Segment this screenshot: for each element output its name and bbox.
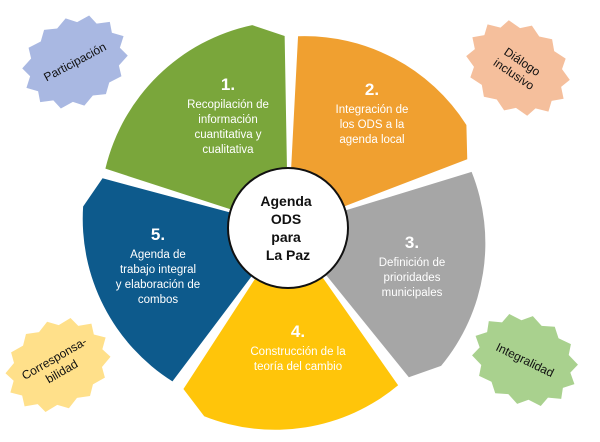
badge-burst-shape xyxy=(5,318,111,412)
principle-badge-1: Participación xyxy=(22,15,128,109)
segment-label-line: Integración de xyxy=(336,104,409,116)
segment-label-line: Agenda de xyxy=(130,249,186,261)
cycle-segment-2: 2. Integración de los ODS a la agenda local xyxy=(290,36,468,210)
segment-shape-5 xyxy=(82,178,257,382)
segment-label-line: teoría del cambio xyxy=(254,361,342,373)
principle-badge-3: Integralidad xyxy=(472,314,578,406)
segment-number-2: 2. xyxy=(365,80,379,99)
badge-burst-shape xyxy=(22,15,128,109)
principle-badge-2: Diálogoinclusivo xyxy=(466,20,570,116)
segment-label-line: agenda local xyxy=(339,134,404,146)
center-line-4: La Paz xyxy=(266,247,310,263)
cycle-segment-1: 1. Recopilación de información cuantitativa… xyxy=(105,25,288,212)
segment-label-line: cualitativa xyxy=(202,144,254,156)
segment-label-3: Definición de prioridades municipales xyxy=(379,257,445,299)
principle-badge-4: Corresponsa-bilidad xyxy=(5,318,111,412)
center-title: Agenda ODS para La Paz xyxy=(260,193,315,263)
segment-label-line: prioridades xyxy=(384,272,441,284)
badge-burst-shape xyxy=(472,314,578,406)
segment-shape-4 xyxy=(183,270,399,430)
segment-label-line: combos xyxy=(138,294,179,306)
segment-label-line: y elaboración de xyxy=(116,279,200,291)
segment-label-line: información xyxy=(198,114,257,126)
center-line-3: para xyxy=(271,229,301,245)
segment-number-3: 3. xyxy=(405,233,419,252)
segment-label-line: los ODS a la xyxy=(340,119,405,131)
segment-label-line: trabajo integral xyxy=(120,264,196,276)
segment-number-1: 1. xyxy=(221,75,235,94)
segment-number-4: 4. xyxy=(291,322,305,341)
cycle-segment-3: 3. Definición de prioridades municipales xyxy=(320,171,486,378)
segment-label-1: Recopilación de información cuantitativa y… xyxy=(187,99,269,156)
segment-label-4: Construcción de la teoría del cambio xyxy=(250,346,346,373)
segment-number-5: 5. xyxy=(151,225,165,244)
segment-label-line: cuantitativa y xyxy=(194,129,261,141)
badge-burst-shape xyxy=(466,20,570,116)
segment-shape-2 xyxy=(290,36,468,210)
segment-label-line: Definición de xyxy=(379,257,445,269)
segment-label-5: Agenda de trabajo integral y elaboración d… xyxy=(116,249,200,306)
segment-shape-1 xyxy=(105,25,288,212)
segment-label-2: Integración de los ODS a la agenda local xyxy=(336,104,409,146)
segment-label-line: Recopilación de xyxy=(187,99,269,111)
segment-label-line: Construcción de la xyxy=(250,346,346,358)
center-line-1: Agenda xyxy=(260,193,312,209)
center-circle xyxy=(227,167,349,289)
cycle-segment-4: 4. Construcción de la teoría del cambio xyxy=(183,270,399,430)
center-line-2: ODS xyxy=(271,211,301,227)
cycle-segment-5: 5. Agenda de trabajo integral y elaboración… xyxy=(82,178,257,382)
segment-label-line: municipales xyxy=(382,287,443,299)
segment-shape-3 xyxy=(320,171,486,378)
